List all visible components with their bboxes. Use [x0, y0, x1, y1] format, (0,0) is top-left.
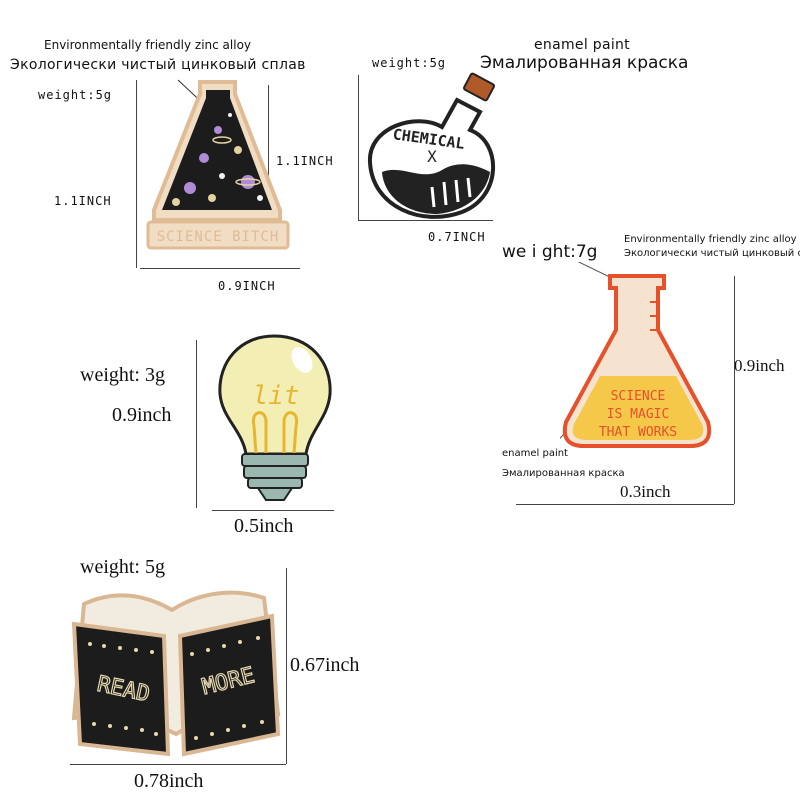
- height-label-right: 1.1INCH: [276, 154, 334, 168]
- weight-label: weight: 5g: [80, 556, 165, 578]
- width-label: 0.9INCH: [218, 279, 276, 293]
- width-dimension-line: [140, 268, 300, 269]
- material-ru-label: Экологически чистый цинковый сплав: [624, 248, 800, 259]
- width-label: 0.78inch: [134, 770, 204, 792]
- pin-text: lit: [253, 381, 300, 411]
- lit-bulb-pin-image: lit: [218, 334, 332, 501]
- height-label: 0.9inch: [112, 404, 172, 426]
- height-dimension-line-right: [268, 85, 269, 180]
- width-label: 0.5inch: [234, 515, 294, 537]
- height-label-left: 1.1INCH: [54, 194, 112, 208]
- weight-label: weight:5g: [372, 56, 447, 70]
- height-dimension-line: [286, 568, 287, 764]
- width-dimension-line: [516, 504, 734, 505]
- paint-ru-label: Эмалированная краска: [480, 53, 689, 73]
- height-dimension-line: [136, 80, 137, 268]
- science-flask-pin-image: SCIENCE BITCH: [146, 79, 290, 250]
- pin-text-line3: THAT WORKS: [599, 425, 677, 440]
- height-label: 0.9inch: [734, 356, 785, 375]
- pin-text-line1: SCIENCE: [611, 389, 666, 404]
- pin-text-line2: IS MAGIC: [607, 407, 670, 422]
- width-dimension-line: [212, 510, 334, 511]
- material-ru-label: Экологически чистый цинковый сплав: [10, 57, 306, 73]
- read-more-book-pin-image: READ MORE: [71, 590, 281, 757]
- chemical-bottle-pin-image: CHEMICAL X: [367, 72, 495, 219]
- material-en-label: Environmentally friendly zinc alloy: [44, 38, 252, 52]
- pin-text-x: X: [427, 147, 437, 166]
- pin-text: SCIENCE BITCH: [157, 229, 280, 245]
- material-en-label: Environmentally friendly zinc alloy: [624, 234, 797, 245]
- height-dimension-line: [734, 276, 735, 504]
- height-dimension-line: [196, 340, 197, 508]
- weight-label: we i ght:7g: [502, 242, 598, 262]
- width-label: 0.3inch: [620, 482, 671, 501]
- weight-label: weight: 3g: [80, 364, 165, 386]
- width-dimension-line: [70, 764, 286, 765]
- height-dimension-line: [358, 75, 359, 220]
- paint-en-label: enamel paint: [502, 448, 568, 459]
- paint-en-label: enamel paint: [534, 37, 630, 53]
- paint-ru-label: Эмалированная краска: [502, 468, 625, 479]
- magic-flask-pin-image: SCIENCE IS MAGIC THAT WORKS: [560, 262, 712, 448]
- height-label: 0.67inch: [290, 654, 360, 676]
- weight-label: weight:5g: [38, 88, 113, 102]
- width-label: 0.7INCH: [428, 230, 486, 244]
- width-dimension-line: [358, 220, 493, 221]
